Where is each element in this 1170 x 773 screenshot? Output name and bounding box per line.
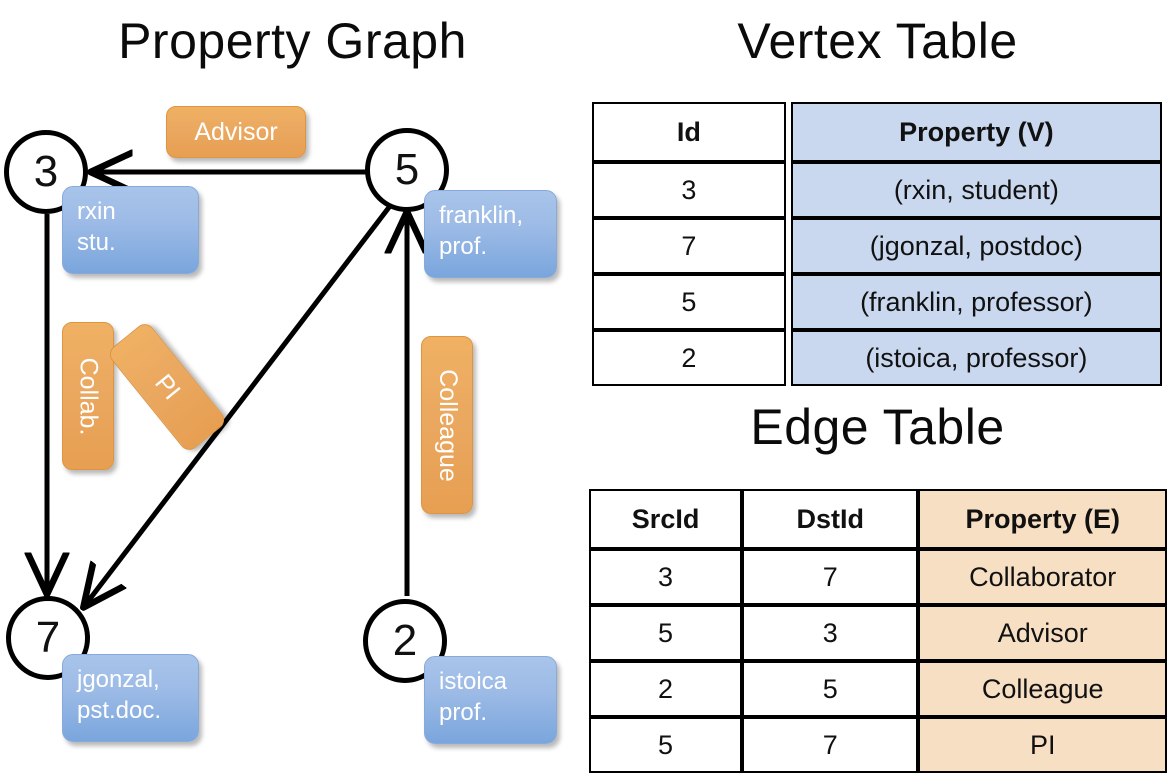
edge-table: SrcId DstId Property (E) 3 7 Collaborato… bbox=[589, 489, 1167, 773]
cell-property: Colleague bbox=[918, 661, 1167, 717]
cell-dstid: 7 bbox=[742, 717, 919, 773]
vertex-property-box-3: rxin stu. bbox=[62, 186, 199, 274]
cell-srcid: 2 bbox=[589, 661, 743, 717]
edge-label-advisor: Advisor bbox=[166, 106, 306, 158]
cell-id: 7 bbox=[592, 218, 786, 274]
table-header-row: SrcId DstId Property (E) bbox=[589, 489, 1167, 549]
table-row: 5 (franklin, professor) bbox=[592, 274, 1162, 330]
cell-srcid: 5 bbox=[589, 605, 743, 661]
cell-dstid: 7 bbox=[742, 549, 919, 605]
page-title-vertex-table: Vertex Table bbox=[737, 13, 1018, 69]
column-header-id: Id bbox=[592, 102, 786, 162]
edge-label-text: Collab. bbox=[74, 357, 103, 435]
cell-id: 2 bbox=[592, 330, 786, 386]
edge-label-text: Colleague bbox=[433, 368, 462, 482]
edge-label-text: PI bbox=[149, 368, 186, 405]
table-row: 5 3 Advisor bbox=[589, 605, 1167, 661]
vertex-property-line-1: istoica bbox=[439, 668, 508, 695]
vertex-id-label: 3 bbox=[33, 147, 59, 196]
vertex-property-line-2: prof. bbox=[439, 232, 488, 260]
edge-label-collab: Collab. bbox=[62, 322, 114, 470]
edge-label-colleague: Colleague bbox=[421, 336, 473, 514]
table-row: 5 7 PI bbox=[589, 717, 1167, 773]
vertex-property-line-1: rxin bbox=[77, 198, 116, 225]
cell-spacer bbox=[785, 330, 791, 386]
cell-dstid: 5 bbox=[742, 661, 919, 717]
table-header-row: Id Property (V) bbox=[592, 102, 1162, 162]
edge-arrow-5-to-7 bbox=[86, 204, 392, 604]
vertex-property-box-7: jgonzal, pst.doc. bbox=[62, 654, 199, 742]
column-header-srcid: SrcId bbox=[589, 489, 743, 549]
cell-property: (istoica, professor) bbox=[790, 330, 1162, 386]
cell-spacer bbox=[785, 162, 791, 218]
cell-property: (jgonzal, postdoc) bbox=[790, 218, 1162, 274]
page-title-edge-table: Edge Table bbox=[750, 399, 1005, 455]
vertex-table: Id Property (V) 3 (rxin, student) 7 (jgo… bbox=[592, 102, 1162, 386]
vertex-id-label: 7 bbox=[35, 613, 61, 662]
cell-property: Advisor bbox=[918, 605, 1167, 661]
column-header-property-e: Property (E) bbox=[918, 489, 1167, 549]
cell-id: 5 bbox=[592, 274, 786, 330]
cell-property: (franklin, professor) bbox=[790, 274, 1162, 330]
table-row: 3 (rxin, student) bbox=[592, 162, 1162, 218]
vertex-node-2[interactable]: 2 bbox=[363, 599, 447, 683]
cell-dstid: 3 bbox=[742, 605, 919, 661]
cell-property: (rxin, student) bbox=[790, 162, 1162, 218]
property-graph-diagram: 3 5 7 2 rxin stu. franklin, prof. jgonza… bbox=[0, 0, 585, 760]
vertex-id-label: 2 bbox=[392, 616, 418, 665]
cell-spacer bbox=[785, 218, 791, 274]
vertex-id-label: 5 bbox=[394, 145, 420, 194]
vertex-property-line-2: prof. bbox=[439, 698, 488, 726]
cell-spacer bbox=[785, 274, 791, 330]
cell-srcid: 3 bbox=[589, 549, 743, 605]
vertex-property-line-2: stu. bbox=[77, 228, 116, 256]
table-row: 2 (istoica, professor) bbox=[592, 330, 1162, 386]
vertex-property-box-2: istoica prof. bbox=[424, 656, 557, 744]
cell-property: Collaborator bbox=[918, 549, 1167, 605]
vertex-property-line-1: jgonzal, bbox=[77, 666, 160, 693]
cell-property: PI bbox=[918, 717, 1167, 773]
page-title-property-graph: Property Graph bbox=[118, 13, 467, 69]
table-row: 3 7 Collaborator bbox=[589, 549, 1167, 605]
edge-label-text: Advisor bbox=[194, 117, 278, 146]
vertex-property-line-1: franklin, bbox=[439, 202, 524, 229]
graph-edge-arrows bbox=[0, 0, 585, 760]
vertex-property-box-5: franklin, prof. bbox=[424, 190, 557, 278]
column-header-property-v: Property (V) bbox=[790, 102, 1162, 162]
column-spacer bbox=[785, 102, 791, 162]
table-row: 7 (jgonzal, postdoc) bbox=[592, 218, 1162, 274]
table-row: 2 5 Colleague bbox=[589, 661, 1167, 717]
vertex-property-line-2: pst.doc. bbox=[77, 696, 162, 724]
cell-srcid: 5 bbox=[589, 717, 743, 773]
column-header-dstid: DstId bbox=[742, 489, 919, 549]
cell-id: 3 bbox=[592, 162, 786, 218]
